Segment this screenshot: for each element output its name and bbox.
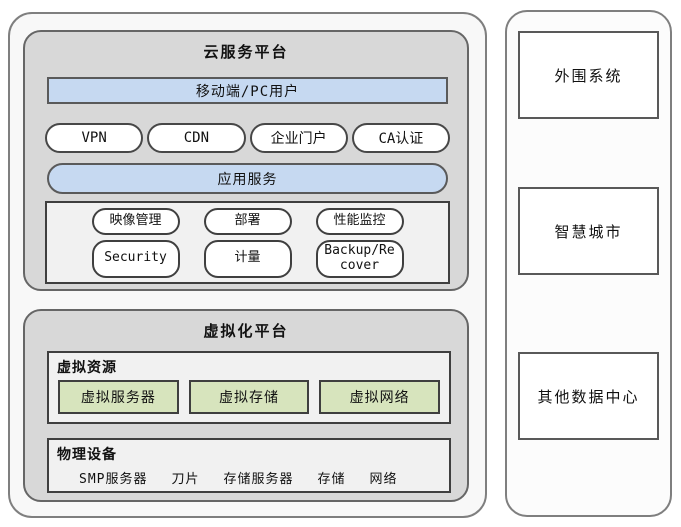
- enterprise-portal-pill: 企业门户: [249, 123, 348, 153]
- backup-recover-pill: Backup/Recover: [315, 239, 404, 278]
- metering-pill: 计量: [203, 239, 292, 278]
- access-service-row: VPN CDN 企业门户 CA认证: [45, 123, 450, 153]
- smart-city-label: 智慧城市: [554, 222, 623, 241]
- mobile-pc-user-bar: 移动端/PC用户: [47, 77, 448, 104]
- backup-recover-label: Backup/Recover: [324, 242, 395, 273]
- image-management-pill: 映像管理: [91, 207, 180, 235]
- physical-devices-panel: 物理设备 SMP服务器 刀片 存储服务器 存储 网络: [47, 438, 451, 493]
- storage-label: 存储: [317, 472, 346, 487]
- peripheral-systems-label: 外围系统: [554, 66, 623, 85]
- application-service-label: 应用服务: [217, 171, 278, 188]
- physical-devices-row: SMP服务器 刀片 存储服务器 存储 网络: [49, 464, 449, 487]
- security-label: Security: [104, 250, 167, 266]
- application-service-bar: 应用服务: [47, 163, 448, 194]
- virtual-storage-label: 虚拟存储: [219, 390, 279, 406]
- virtual-resources-panel: 虚拟资源 虚拟服务器 虚拟存储 虚拟网络: [47, 351, 451, 424]
- vpn-pill: VPN: [45, 123, 144, 153]
- external-systems-container: 外围系统 智慧城市 其他数据中心: [505, 10, 672, 517]
- performance-monitoring-label: 性能监控: [333, 212, 386, 228]
- image-management-label: 映像管理: [109, 212, 162, 228]
- virtual-server-box: 虚拟服务器: [58, 380, 179, 414]
- virtualization-platform-box: 虚拟化平台 虚拟资源 虚拟服务器 虚拟存储 虚拟网络 物理设备: [23, 309, 469, 502]
- vpn-label: VPN: [81, 130, 107, 146]
- virtual-storage-box: 虚拟存储: [188, 380, 310, 414]
- storage-server-label: 存储服务器: [223, 472, 294, 487]
- ca-auth-label: CA认证: [378, 131, 424, 147]
- physical-devices-label: 物理设备: [57, 447, 117, 463]
- deployment-label: 部署: [234, 212, 261, 228]
- mobile-pc-user-label: 移动端/PC用户: [195, 83, 300, 100]
- blade-label: 刀片: [171, 472, 200, 487]
- enterprise-portal-label: 企业门户: [270, 131, 327, 147]
- cdn-pill: CDN: [147, 123, 246, 153]
- other-data-center-label: 其他数据中心: [537, 387, 640, 406]
- security-pill: Security: [91, 239, 180, 278]
- smart-city-box: 智慧城市: [518, 187, 659, 275]
- virtual-resources-label: 虚拟资源: [57, 360, 117, 376]
- virtualization-platform-title: 虚拟化平台: [203, 322, 289, 340]
- cloud-service-platform-box: 云服务平台 移动端/PC用户 VPN CDN 企业门户 CA认证 应: [23, 30, 469, 291]
- left-platform-container: 云服务平台 移动端/PC用户 VPN CDN 企业门户 CA认证 应: [8, 12, 487, 518]
- virtual-network-label: 虚拟网络: [349, 390, 410, 406]
- metering-label: 计量: [234, 250, 261, 266]
- peripheral-systems-box: 外围系统: [518, 31, 659, 119]
- virtual-resources-row: 虚拟服务器 虚拟存储 虚拟网络: [49, 377, 449, 414]
- deployment-pill: 部署: [203, 207, 292, 235]
- cdn-label: CDN: [183, 130, 210, 146]
- management-services-box: 映像管理 部署 性能监控 Security 计量 Backup/Recover: [45, 201, 450, 284]
- cloud-platform-title: 云服务平台: [203, 43, 289, 61]
- performance-monitoring-pill: 性能监控: [315, 207, 404, 235]
- other-data-center-box: 其他数据中心: [518, 352, 659, 440]
- network-label: 网络: [369, 472, 398, 487]
- virtual-network-box: 虚拟网络: [319, 380, 441, 414]
- smp-server-label: SMP服务器: [79, 472, 148, 487]
- virtual-server-label: 虚拟服务器: [80, 390, 156, 406]
- ca-auth-pill: CA认证: [351, 123, 450, 153]
